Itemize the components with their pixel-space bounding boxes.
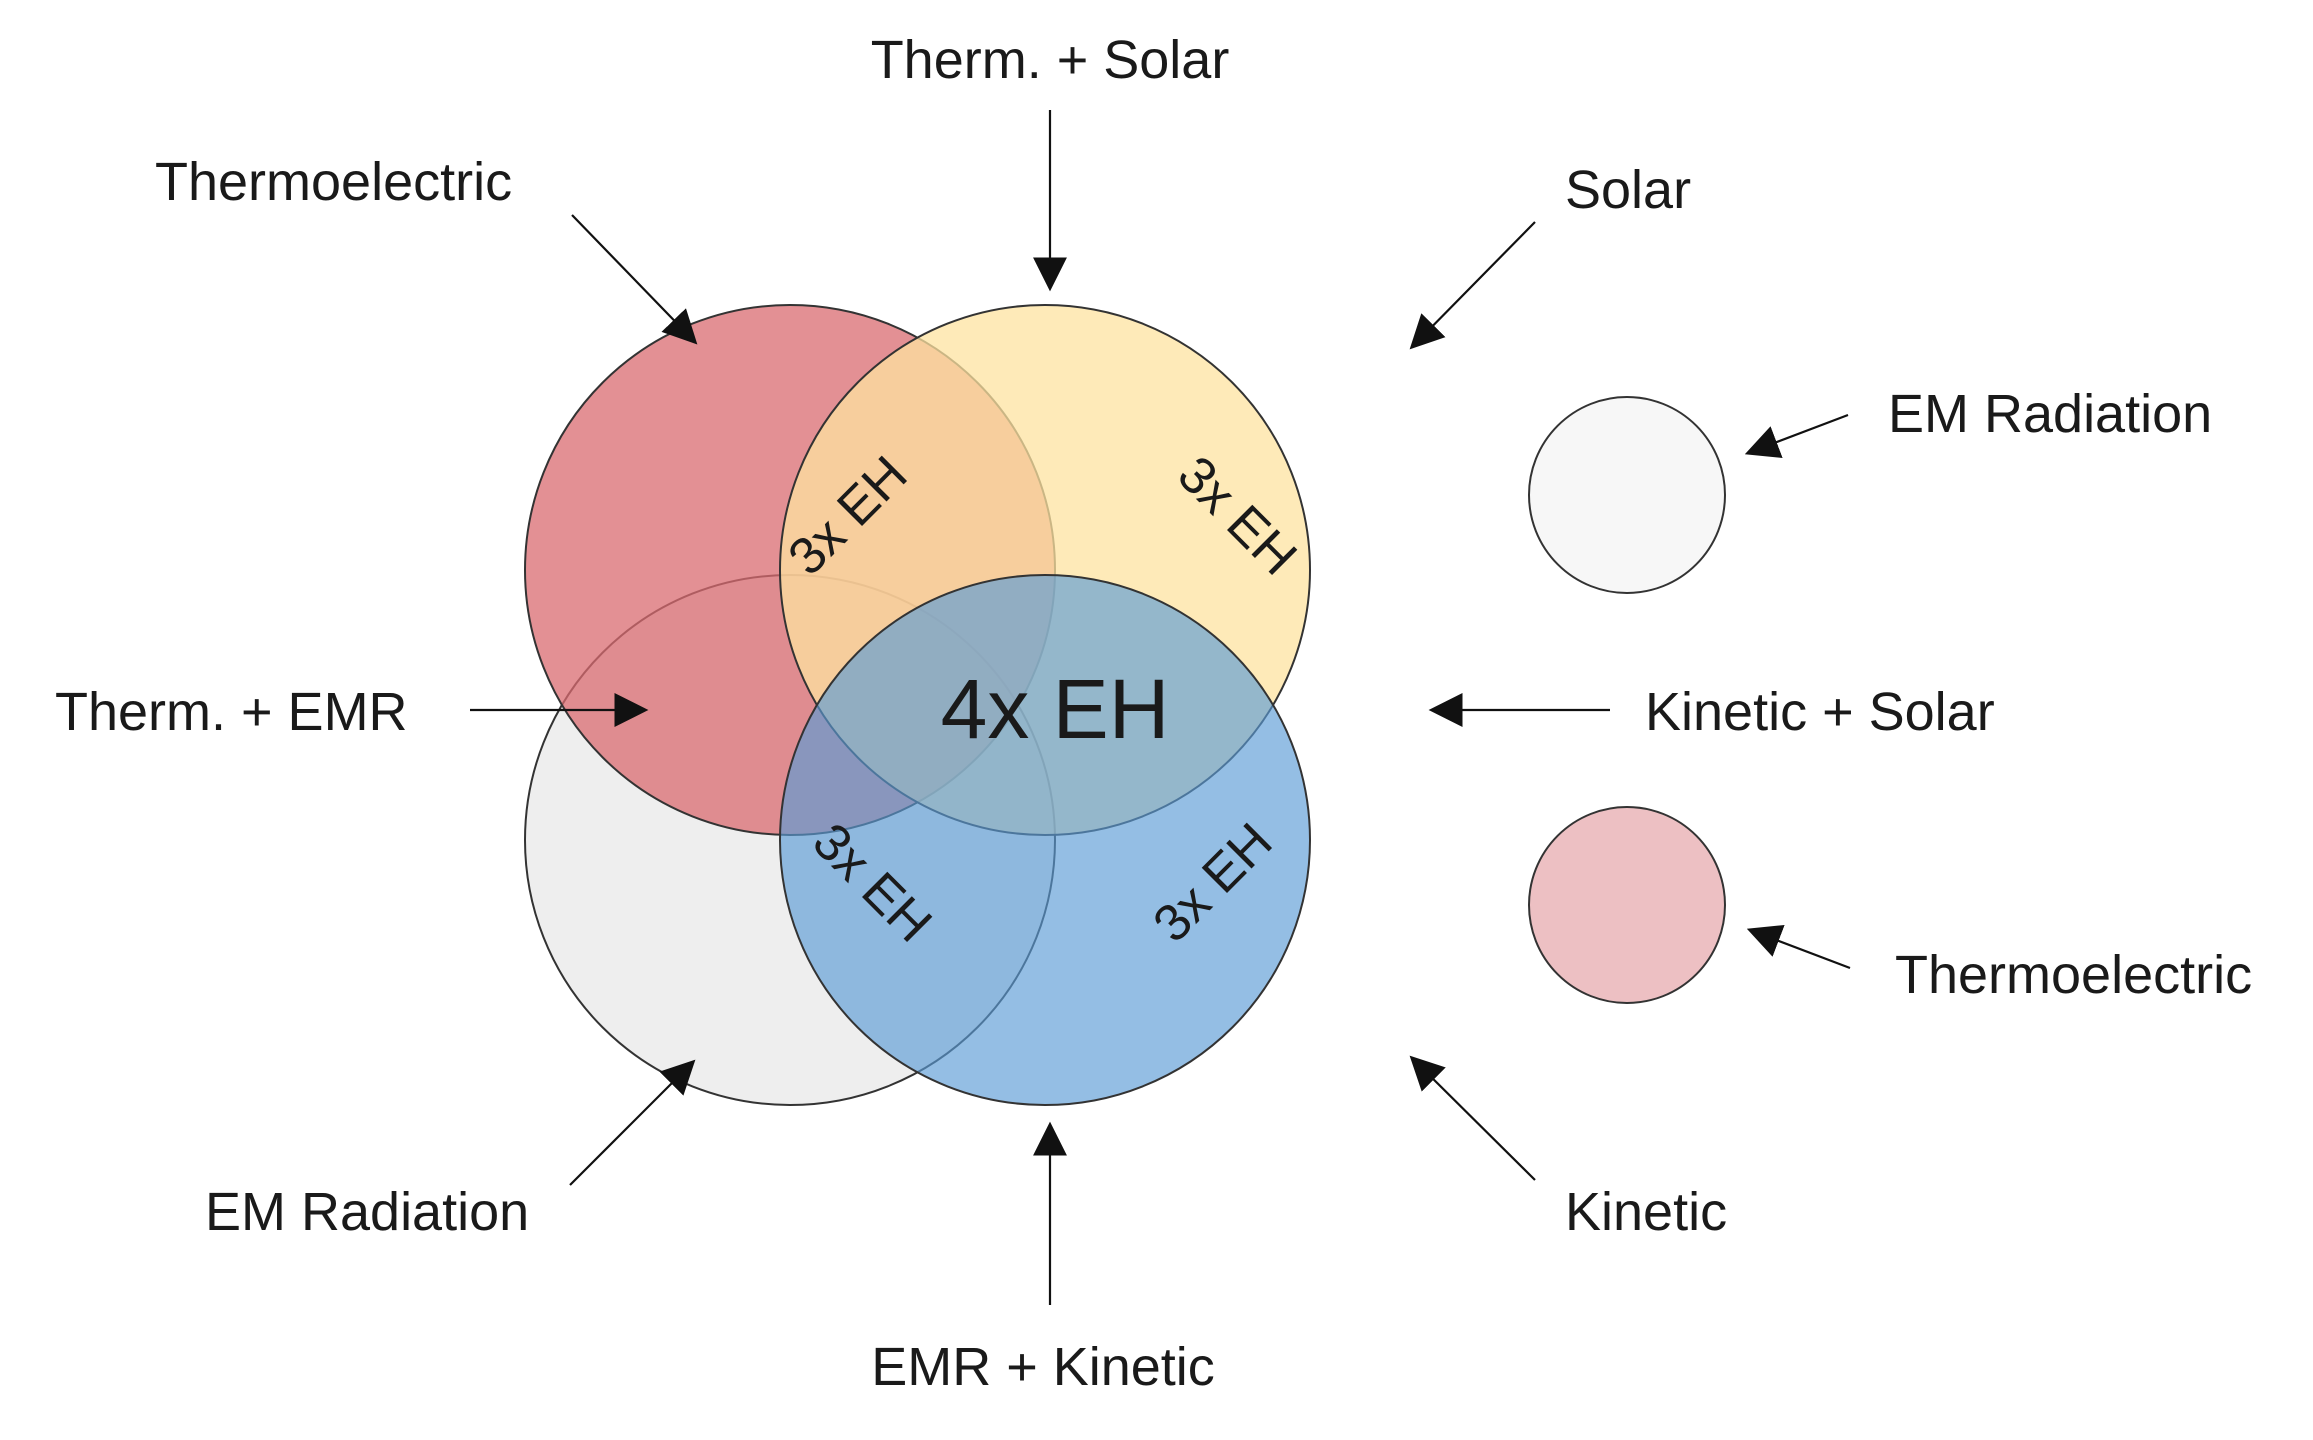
label-kinetic-solar: Kinetic + Solar: [1645, 682, 1995, 742]
label-side-thermoelectric: Thermoelectric: [1895, 945, 2252, 1005]
center-label: 4x EH: [941, 662, 1170, 756]
label-solar: Solar: [1565, 160, 1691, 220]
arrow-em-radiation: [569, 1059, 696, 1186]
arrow-side-em-radiation: [1744, 413, 1849, 459]
arrow-kinetic: [1409, 1055, 1536, 1181]
label-em-radiation: EM Radiation: [205, 1182, 529, 1242]
side-thermoelectric-circle: [1528, 806, 1726, 1004]
arrow-side-thermoelectric: [1746, 924, 1851, 970]
kinetic-circle: [779, 574, 1311, 1106]
side-em-radiation-circle: [1528, 396, 1726, 594]
label-emr-kinetic: EMR + Kinetic: [871, 1337, 1215, 1397]
label-side-em-radiation: EM Radiation: [1888, 384, 2212, 444]
arrow-solar: [1409, 221, 1536, 350]
label-therm-emr: Therm. + EMR: [55, 682, 408, 742]
label-therm-solar: Therm. + Solar: [871, 30, 1230, 90]
label-kinetic: Kinetic: [1565, 1182, 1727, 1242]
arrow-thermoelectric: [571, 214, 698, 345]
label-thermoelectric: Thermoelectric: [155, 152, 512, 212]
